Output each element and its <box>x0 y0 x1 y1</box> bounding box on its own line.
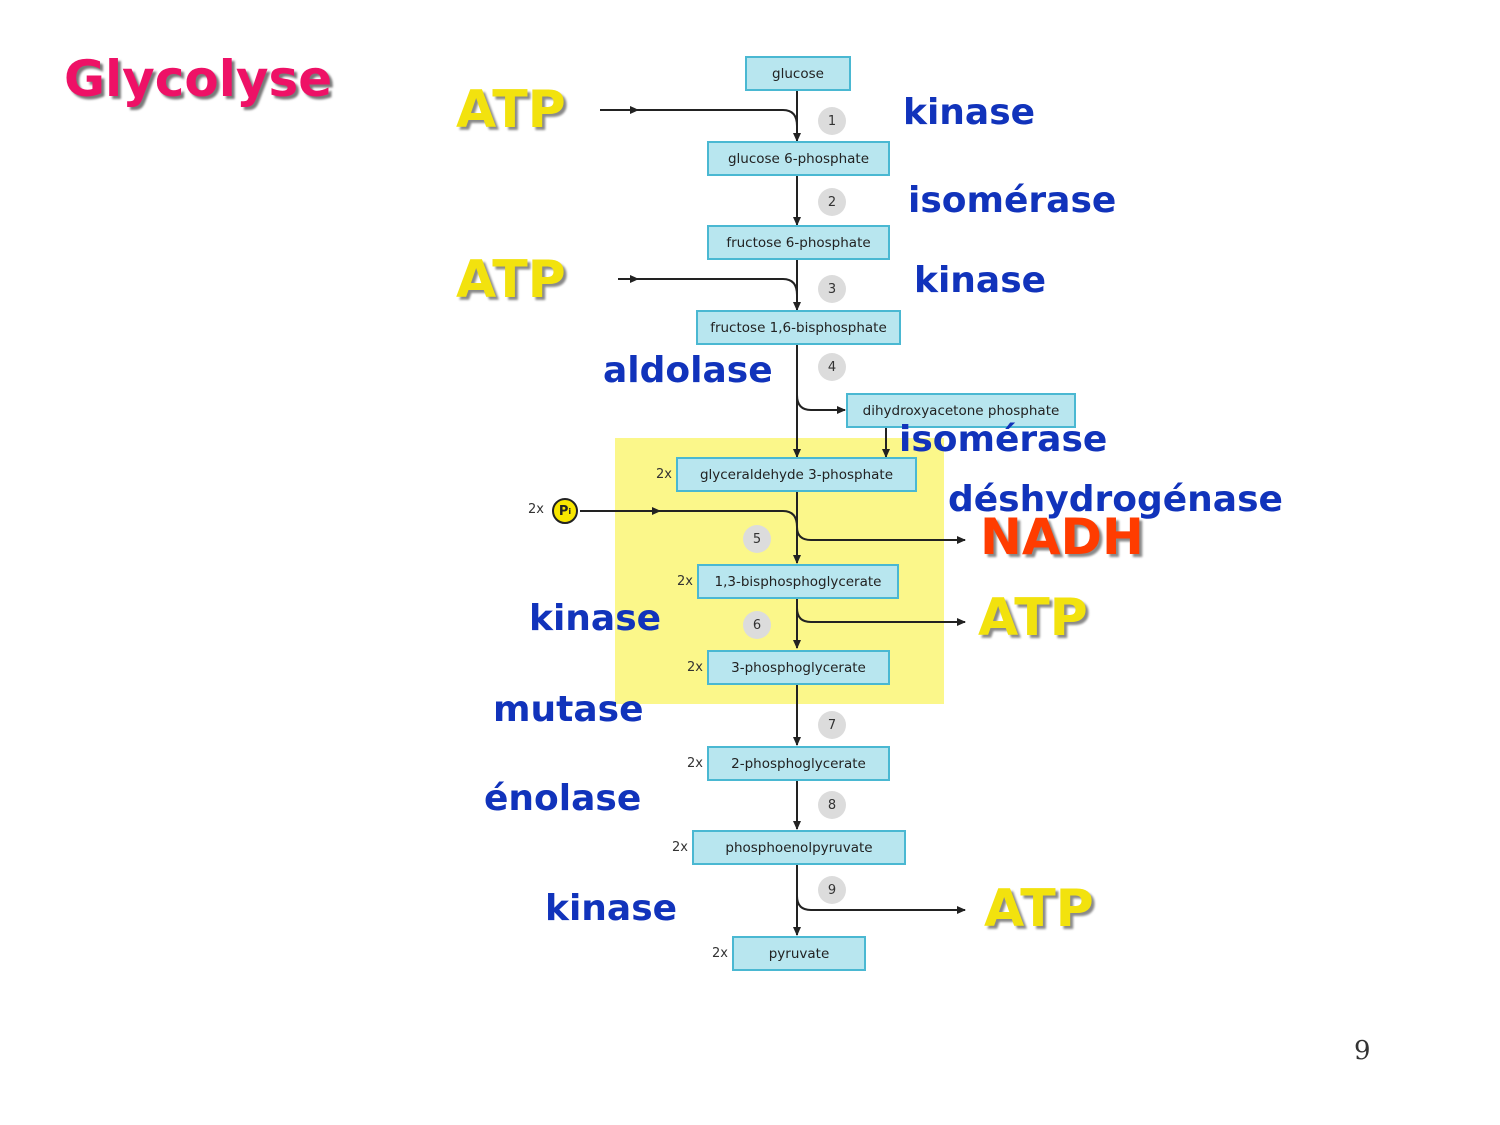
step-3: 3 <box>818 275 846 303</box>
step-6: 6 <box>743 611 771 639</box>
multiplier-pi: 2x <box>528 502 544 517</box>
multiplier-pg2: 2x <box>687 756 703 771</box>
atp-output-9: ATP <box>984 879 1094 939</box>
compound-fructose-1-6-bisphosphate: fructose 1,6-bisphosphate <box>696 310 901 345</box>
enzyme-label-5: déshydrogénase <box>948 479 1283 520</box>
multiplier-bpg13: 2x <box>677 574 693 589</box>
enzyme-label-3: kinase <box>914 260 1047 301</box>
step-4: 4 <box>818 353 846 381</box>
slide-title: Glycolyse <box>64 50 333 108</box>
compound-3-phosphoglycerate: 3-phosphoglycerate <box>707 650 890 685</box>
compound-phosphoenolpyruvate: phosphoenolpyruvate <box>692 830 906 865</box>
pi-input-arrow <box>580 510 798 528</box>
phosphate-label: P <box>558 503 569 519</box>
multiplier-g3p: 2x <box>656 467 672 482</box>
multiplier-pyruvate: 2x <box>712 946 728 961</box>
compound-fructose-6-phosphate: fructose 6-phosphate <box>707 225 890 260</box>
compound-pyruvate: pyruvate <box>732 936 866 971</box>
step-9: 9 <box>818 876 846 904</box>
compound-dhap: dihydroxyacetone phosphate <box>846 393 1076 428</box>
compound-1-3-bisphosphoglycerate: 1,3-bisphosphoglycerate <box>697 564 899 599</box>
atp-input-1: ATP <box>456 80 566 140</box>
step-1: 1 <box>818 107 846 135</box>
enzyme-label-tpi: isomérase <box>899 419 1108 460</box>
atp-output-arrow-6 <box>796 607 966 626</box>
enzyme-label-9: kinase <box>545 888 678 929</box>
atp-output-arrow-9 <box>796 895 966 914</box>
enzyme-label-2: isomérase <box>908 180 1117 221</box>
enzyme-label-8: énolase <box>484 778 642 819</box>
enzyme-label-6: kinase <box>529 598 662 639</box>
step-5: 5 <box>743 525 771 553</box>
compound-glucose: glucose <box>745 56 851 91</box>
step-7: 7 <box>818 711 846 739</box>
atp-input-arrow-3 <box>618 278 798 296</box>
atp-input-3: ATP <box>456 250 566 310</box>
nadh-output-5: NADH <box>980 508 1144 566</box>
enzyme-label-4: aldolase <box>603 350 773 391</box>
atp-output-6: ATP <box>978 588 1088 648</box>
dhap-branch-arrow <box>796 394 846 414</box>
compound-2-phosphoglycerate: 2-phosphoglycerate <box>707 746 890 781</box>
enzyme-label-7: mutase <box>493 689 644 730</box>
atp-input-arrow-1 <box>600 109 798 127</box>
compound-glucose-6-phosphate: glucose 6-phosphate <box>707 141 890 176</box>
multiplier-pep: 2x <box>672 840 688 855</box>
multiplier-pg3: 2x <box>687 660 703 675</box>
step-8: 8 <box>818 791 846 819</box>
page-number: 9 <box>1354 1036 1371 1066</box>
step-2: 2 <box>818 188 846 216</box>
nadh-output-arrow <box>796 526 966 544</box>
compound-glyceraldehyde-3-phosphate: glyceraldehyde 3-phosphate <box>676 457 917 492</box>
enzyme-label-1: kinase <box>903 92 1036 133</box>
